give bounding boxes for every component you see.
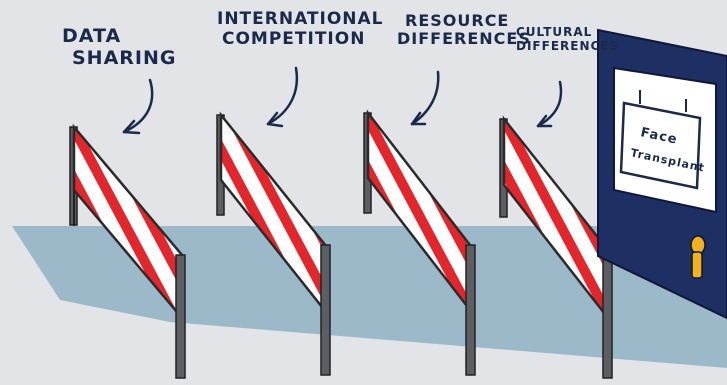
- label-resource-differences: Resource Differences: [397, 12, 531, 49]
- label-1-line-1: Data: [62, 26, 177, 48]
- label-international-competition: International Competition: [217, 10, 384, 49]
- label-4-line-1: Cultural: [516, 26, 619, 40]
- label-1-line-2: Sharing: [72, 48, 177, 70]
- label-data-sharing: Data Sharing: [62, 26, 177, 70]
- label-2-line-2: Competition: [222, 30, 384, 50]
- arrow-4-icon: [538, 82, 561, 126]
- arrow-3-icon: [412, 72, 438, 124]
- label-3-line-2: Differences: [397, 30, 531, 48]
- arrow-1-icon: [124, 80, 152, 133]
- label-2-line-1: International: [217, 10, 384, 30]
- label-3-line-1: Resource: [405, 12, 531, 30]
- arrow-2-icon: [268, 68, 297, 126]
- label-4-line-2: Differences: [516, 40, 619, 54]
- label-cultural-differences: Cultural Differences: [516, 26, 619, 54]
